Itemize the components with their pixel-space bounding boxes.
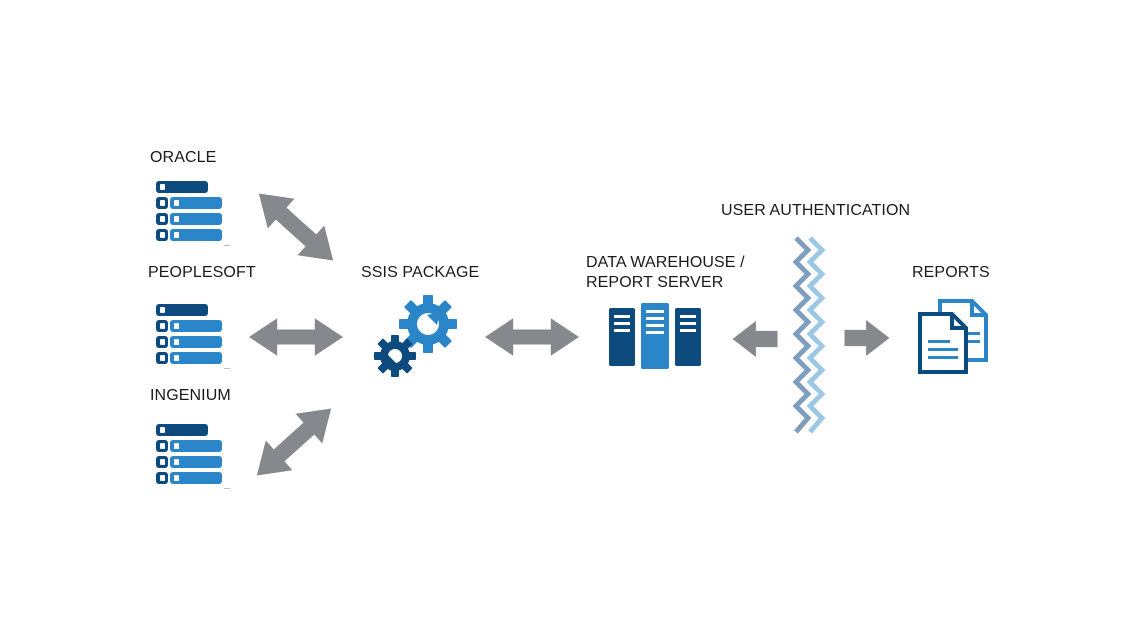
reports-label: REPORTS: [912, 264, 990, 281]
ssis-package-gears-icon: [374, 295, 457, 377]
data-warehouse-label: DATA WAREHOUSE /: [586, 254, 745, 271]
ssis-package-label: SSIS PACKAGE: [361, 264, 480, 281]
peoplesoft-ssis-arrow-icon: [249, 318, 343, 356]
oracle-ssis-arrow-icon: [258, 193, 334, 261]
ssis-warehouse-arrow-icon: [485, 318, 579, 356]
data-warehouse-server-icon: [609, 303, 701, 369]
ingenium-label: INGENIUM: [150, 387, 231, 404]
user-authentication-label: USER AUTHENTICATION: [721, 202, 911, 219]
oracle-database-icon: [156, 181, 236, 247]
auth-to-reports-arrow-icon: [844, 320, 890, 356]
auth-to-warehouse-arrow-icon: [732, 321, 778, 357]
ingenium-ssis-arrow-icon: [256, 407, 332, 477]
report-server-label: REPORT SERVER: [586, 274, 724, 291]
peoplesoft-label: PEOPLESOFT: [148, 264, 256, 281]
user-authentication-barrier-icon: [792, 236, 826, 434]
peoplesoft-database-icon: [156, 304, 236, 370]
ingenium-database-icon: [156, 424, 236, 490]
oracle-label: ORACLE: [150, 149, 217, 166]
reports-documents-icon: [918, 299, 988, 374]
